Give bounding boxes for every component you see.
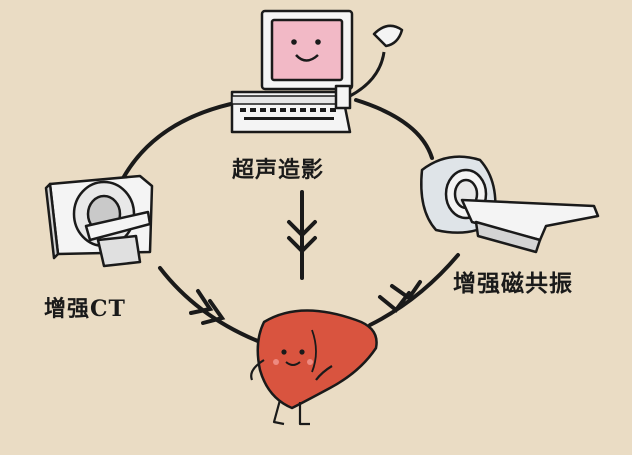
ultrasound-machine-icon	[230, 9, 404, 134]
ultrasound-label: 超声造影	[232, 157, 325, 183]
liver-character-icon	[250, 309, 378, 426]
arrow-ct-to-liver	[189, 289, 226, 325]
arrow-mri-to-liver	[378, 280, 422, 313]
arc-ct-to-ultrasound	[116, 100, 242, 190]
arc-ct-to-liver	[158, 266, 270, 347]
arc-ultrasound-to-mri	[354, 98, 434, 160]
ct-scanner-icon	[44, 174, 154, 268]
arrow-marks	[189, 220, 422, 325]
ct-label: 增强CT	[44, 296, 126, 322]
arrow-down-center	[287, 220, 317, 254]
mri-scanner-icon	[420, 155, 600, 254]
arc-mri-to-liver	[368, 253, 460, 327]
mri-label: 增强磁共振	[453, 270, 573, 297]
